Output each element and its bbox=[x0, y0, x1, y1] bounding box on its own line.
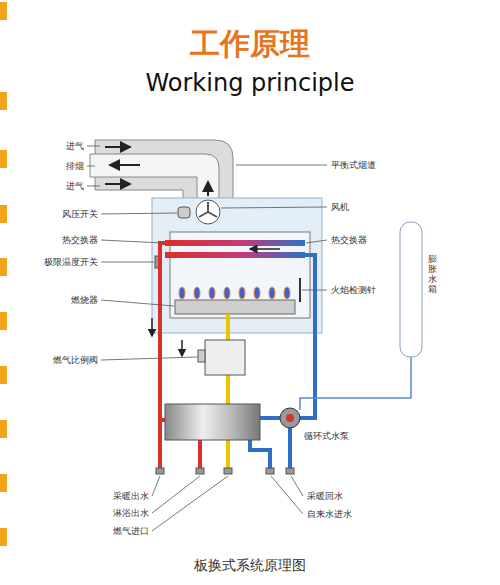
heat-exchanger bbox=[165, 240, 305, 246]
cold-water-pipe bbox=[250, 440, 270, 470]
part-label: 淋浴出水 bbox=[113, 508, 149, 519]
part-label: 极限温度开关 bbox=[44, 257, 98, 268]
part-label: 自来水进水 bbox=[307, 509, 352, 520]
shower-pipe bbox=[198, 440, 202, 470]
pressure-switch bbox=[178, 207, 190, 218]
part-label: 排烟 bbox=[66, 161, 84, 172]
title: 工作原理 bbox=[0, 26, 500, 62]
part-label: 采暖回水 bbox=[307, 491, 343, 502]
part-label: 热交换器 bbox=[331, 235, 367, 246]
pipe-fittings bbox=[156, 468, 294, 474]
tank-line bbox=[300, 357, 411, 410]
part-label: 热交换器 bbox=[62, 235, 98, 246]
part-label: 燃气进口 bbox=[113, 526, 149, 537]
flue-inner bbox=[90, 154, 219, 205]
caption: 板换式系统原理图 bbox=[0, 556, 500, 574]
heating-out-pipe bbox=[160, 243, 165, 470]
heat-exchanger bbox=[165, 252, 305, 258]
fan bbox=[196, 200, 220, 224]
flame-probe bbox=[299, 278, 301, 302]
burner bbox=[175, 300, 295, 314]
plate-exchanger bbox=[165, 404, 260, 440]
part-label: 膨胀水箱 bbox=[428, 255, 437, 295]
part-label: 火焰检测针 bbox=[331, 285, 376, 296]
pump bbox=[280, 408, 300, 428]
part-label: 进气 bbox=[66, 141, 84, 152]
part-label: 燃烧器 bbox=[71, 295, 98, 306]
part-label: 风机 bbox=[331, 202, 349, 213]
part-label: 风压开关 bbox=[62, 209, 98, 220]
gas-pipe bbox=[226, 314, 230, 470]
boiler-casing bbox=[152, 198, 322, 333]
leader-line bbox=[87, 146, 327, 531]
subtitle: Working principle bbox=[0, 68, 500, 98]
flames bbox=[179, 287, 290, 299]
side-mark bbox=[0, 2, 7, 546]
gas-valve bbox=[205, 340, 245, 375]
part-label: 平衡式烟道 bbox=[331, 160, 376, 171]
part-label: 循环式水泵 bbox=[304, 431, 349, 442]
return-pipe bbox=[300, 255, 315, 418]
expansion-tank bbox=[400, 222, 422, 357]
part-label: 燃气比例阀 bbox=[53, 355, 98, 366]
part-label: 采暖出水 bbox=[113, 491, 149, 502]
part-label: 进气 bbox=[66, 181, 84, 192]
